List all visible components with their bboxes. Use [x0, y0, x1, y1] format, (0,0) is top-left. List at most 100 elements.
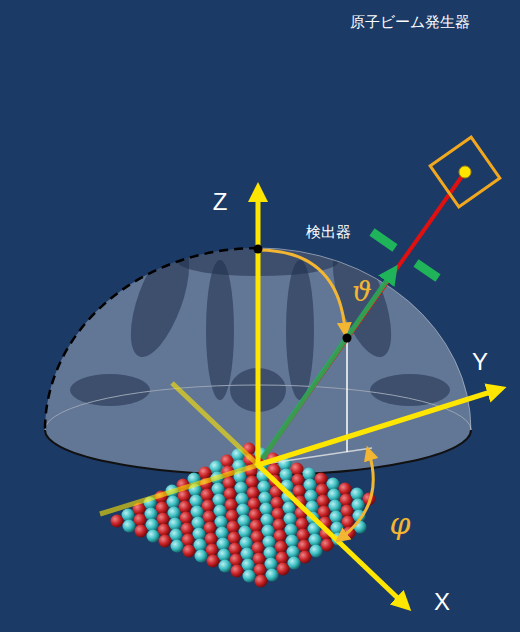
- surface-atom: [287, 546, 300, 559]
- surface-atom: [297, 529, 310, 542]
- surface-atom: [329, 500, 342, 513]
- surface-atom: [351, 488, 364, 501]
- pattern-blob: [321, 236, 403, 364]
- surface-atom: [240, 537, 253, 550]
- surface-atom: [303, 468, 316, 481]
- detector-plate: [416, 263, 438, 278]
- surface-atom: [266, 569, 279, 582]
- surface-atom: [242, 559, 255, 572]
- surface-atom: [243, 570, 256, 583]
- z-axis: [256, 192, 261, 465]
- surface-atom: [341, 505, 354, 518]
- surface-atom: [212, 483, 225, 496]
- surface-atom: [327, 478, 340, 491]
- surface-atom: [147, 530, 160, 543]
- surface-atom: [228, 532, 241, 545]
- surface-atom: [264, 547, 277, 560]
- surface-atom: [203, 511, 216, 524]
- beam-line: [258, 172, 465, 465]
- surface-atom: [214, 505, 227, 518]
- surface-atom: [219, 560, 232, 573]
- surface-atom: [157, 513, 170, 526]
- surface-atom: [236, 493, 249, 506]
- surface-atom: [135, 525, 148, 538]
- surface-atom: [183, 545, 196, 558]
- surface-atom: [246, 476, 259, 489]
- surface-atom: [226, 510, 239, 523]
- surface-atom: [321, 539, 334, 552]
- surface-atom: [156, 502, 169, 515]
- surface-atom: [237, 504, 250, 517]
- surface-atom: [229, 543, 242, 556]
- pattern-blob: [370, 374, 450, 406]
- surface-atom: [182, 534, 195, 547]
- surface-atom: [195, 550, 208, 563]
- surface-atom: [225, 499, 238, 512]
- surface-atom: [134, 514, 147, 527]
- surface-atom: [202, 500, 215, 513]
- surface-atom: [293, 485, 306, 498]
- surface-atom: [263, 536, 276, 549]
- pattern-blob: [286, 260, 314, 400]
- surface-atom: [170, 529, 183, 542]
- pole-point: [254, 245, 263, 254]
- surface-atom: [317, 495, 330, 508]
- surface-atom: [285, 524, 298, 537]
- surface-atom: [340, 494, 353, 507]
- surface-atom: [145, 508, 158, 521]
- surface-atom: [316, 484, 329, 497]
- surface-atom: [238, 515, 251, 528]
- phi-arc: [341, 453, 373, 538]
- surface-atom: [251, 531, 264, 544]
- surface-atom: [254, 564, 267, 577]
- surface-atom: [221, 455, 234, 468]
- pattern-blob: [206, 260, 234, 400]
- surface-atom: [206, 544, 219, 557]
- surface-atom: [255, 575, 268, 588]
- theta-arc: [258, 250, 345, 330]
- surface-atom: [298, 540, 311, 553]
- surface-atom: [272, 508, 285, 521]
- surface-atom: [339, 483, 352, 496]
- hemisphere-outline: [258, 248, 471, 430]
- y-axis: [258, 390, 497, 465]
- surface-atom: [247, 487, 260, 500]
- surface-atom: [253, 553, 266, 566]
- surface-atom: [204, 522, 217, 535]
- surface-atom: [299, 551, 312, 564]
- beam-source-dot: [459, 166, 471, 178]
- axis-line: [100, 465, 258, 514]
- surface-atom: [259, 492, 272, 505]
- surface-atom: [252, 542, 265, 555]
- surface-atom: [169, 518, 182, 531]
- surface-atom: [352, 499, 365, 512]
- surface-atom: [235, 482, 248, 495]
- surface-atom: [167, 496, 180, 509]
- surface-atom: [216, 527, 229, 540]
- surface-atom: [207, 555, 220, 568]
- surface-atom: [181, 523, 194, 536]
- surface-atom: [190, 495, 203, 508]
- surface-atom: [271, 497, 284, 510]
- surface-atom: [260, 503, 273, 516]
- angle-label: φ: [389, 509, 410, 539]
- surface-atom: [276, 552, 289, 565]
- surface-atom: [273, 519, 286, 532]
- axis-label: Z: [213, 190, 228, 214]
- surface-atom: [330, 511, 343, 524]
- surface-atom: [239, 526, 252, 539]
- surface-atom: [283, 502, 296, 515]
- axis-label: X: [434, 590, 450, 614]
- surface-atom: [213, 494, 226, 507]
- surface-atom: [158, 524, 171, 537]
- direction-point: [343, 334, 352, 343]
- surface-atom: [318, 506, 331, 519]
- surface-atom: [191, 506, 204, 519]
- surface-atom: [248, 498, 261, 511]
- surface-atom: [286, 535, 299, 548]
- axis-line: [172, 383, 258, 465]
- surface-atom: [275, 541, 288, 554]
- surface-atom: [210, 461, 223, 474]
